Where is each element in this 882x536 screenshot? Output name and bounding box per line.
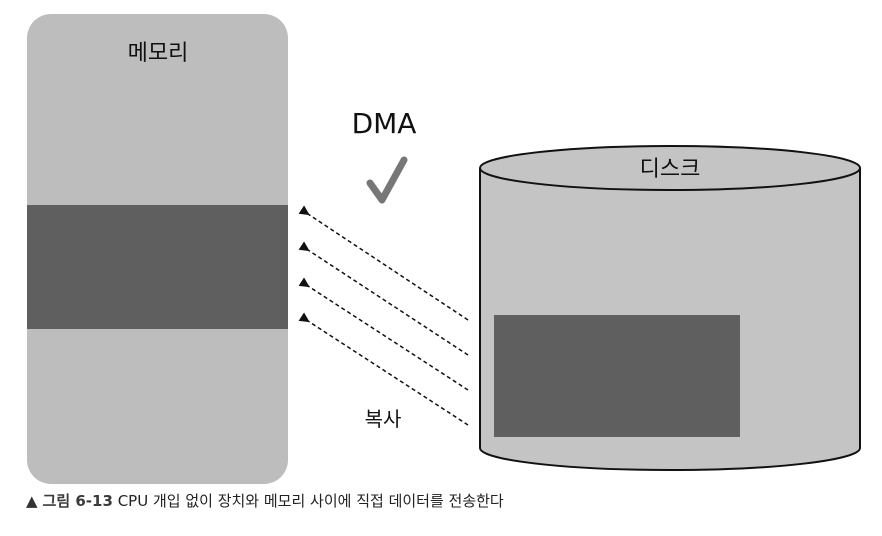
disk-label: 디스크 xyxy=(640,157,701,182)
disk-data-block xyxy=(494,315,740,437)
memory-label: 메모리 xyxy=(128,41,189,66)
memory-transfer-block xyxy=(27,205,288,329)
transfer-arrows xyxy=(308,214,468,425)
figure-number: 그림 6-13 xyxy=(43,492,113,510)
transfer-arrow xyxy=(308,286,468,390)
transfer-arrow xyxy=(308,250,468,355)
caption-text: CPU 개입 없이 장치와 메모리 사이에 직접 데이터를 전송한다 xyxy=(118,492,504,510)
copy-label: 복사 xyxy=(365,407,402,431)
caption-marker: ▲ xyxy=(26,492,38,510)
dma-label: DMA xyxy=(352,107,417,140)
memory: 메모리 xyxy=(27,14,288,484)
transfer-arrow xyxy=(308,214,468,320)
disk: 디스크 xyxy=(480,146,860,470)
figure-caption: ▲ 그림 6-13 CPU 개입 없이 장치와 메모리 사이에 직접 데이터를 전… xyxy=(26,490,504,511)
checkmark-icon xyxy=(370,160,404,200)
